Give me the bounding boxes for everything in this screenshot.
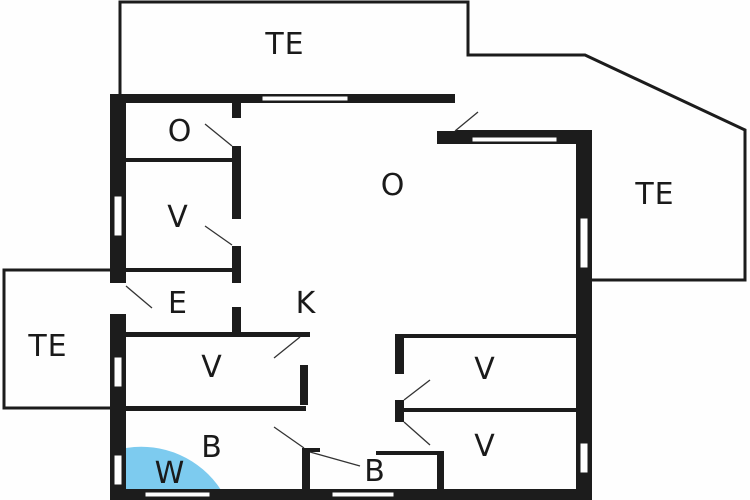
room-label-bedroom-4: V: [474, 429, 496, 464]
door-swing-o: [204, 123, 233, 147]
window-top-right: [471, 136, 558, 143]
room-label-terrace-top: TE: [265, 27, 305, 62]
room-label-bedroom-3: V: [474, 352, 496, 387]
wall-v2-bottom: [126, 406, 306, 411]
door-swing-vr1: [403, 379, 431, 401]
door-swing-main: [454, 111, 479, 132]
wall-vr-mid: [400, 408, 577, 412]
room-label-kitchen: K: [295, 286, 317, 321]
wall-inner-vertical: [232, 94, 241, 334]
door-gap-o: [231, 118, 242, 146]
wall-b2-top-b: [376, 451, 444, 455]
wall-e-bottom: [126, 332, 310, 337]
wall-o-bottom: [126, 158, 236, 162]
wall-b1-right: [302, 448, 310, 490]
window-bottom-1: [144, 491, 211, 498]
door-swing-v1: [204, 225, 233, 246]
wall-v2-right: [300, 365, 308, 405]
door-gap-entrance: [109, 283, 127, 314]
window-bottom-2: [331, 491, 395, 498]
door-swing-vr2: [403, 421, 431, 446]
room-label-terrace-left: TE: [28, 329, 68, 364]
room-label-bedroom-1: V: [167, 200, 189, 235]
room-label-entrance: E: [168, 286, 188, 321]
wall-vr-left-a: [395, 334, 404, 374]
room-label-storage-o: O: [167, 114, 193, 149]
wall-v1-bottom: [126, 268, 236, 272]
windows: [113, 95, 589, 498]
room-label-living-o: O: [380, 168, 406, 203]
door-swings: [125, 111, 479, 467]
window-right-2: [579, 442, 589, 474]
door-gap-k: [231, 283, 242, 307]
wall-b2-top-a: [310, 448, 320, 452]
door-swing-v2: [273, 336, 301, 359]
window-right-1: [579, 217, 589, 269]
terrace-outlines: [2, 0, 747, 410]
door-gap-vr1: [394, 374, 405, 400]
door-openings: [109, 103, 456, 451]
wall-b2-right: [437, 451, 444, 491]
door-gap-b1: [299, 420, 309, 448]
window-left-1: [113, 195, 123, 237]
window-top: [261, 95, 349, 102]
room-label-bedroom-2: V: [201, 350, 223, 385]
door-swing-b2: [309, 451, 361, 467]
room-label-terrace-right: TE: [635, 177, 675, 212]
room-label-bathroom-2: B: [364, 454, 386, 489]
door-swing-entrance: [125, 285, 153, 309]
wall-vr-left-b: [395, 400, 404, 422]
room-label-shower-w: W: [154, 456, 186, 491]
terrace-top-outline: [118, 0, 747, 282]
wall-vr-top: [395, 334, 577, 338]
door-swing-b1: [273, 426, 305, 449]
room-label-bathroom-1: B: [201, 430, 223, 465]
door-gap-v2: [299, 337, 309, 364]
door-gap-main: [436, 103, 456, 131]
terrace-left-outline: [2, 268, 112, 410]
window-left-2: [113, 356, 123, 388]
shower-area: [126, 446, 221, 490]
window-left-3: [113, 454, 123, 486]
door-gap-v1: [231, 219, 242, 246]
door-gap-vr2: [394, 422, 405, 451]
